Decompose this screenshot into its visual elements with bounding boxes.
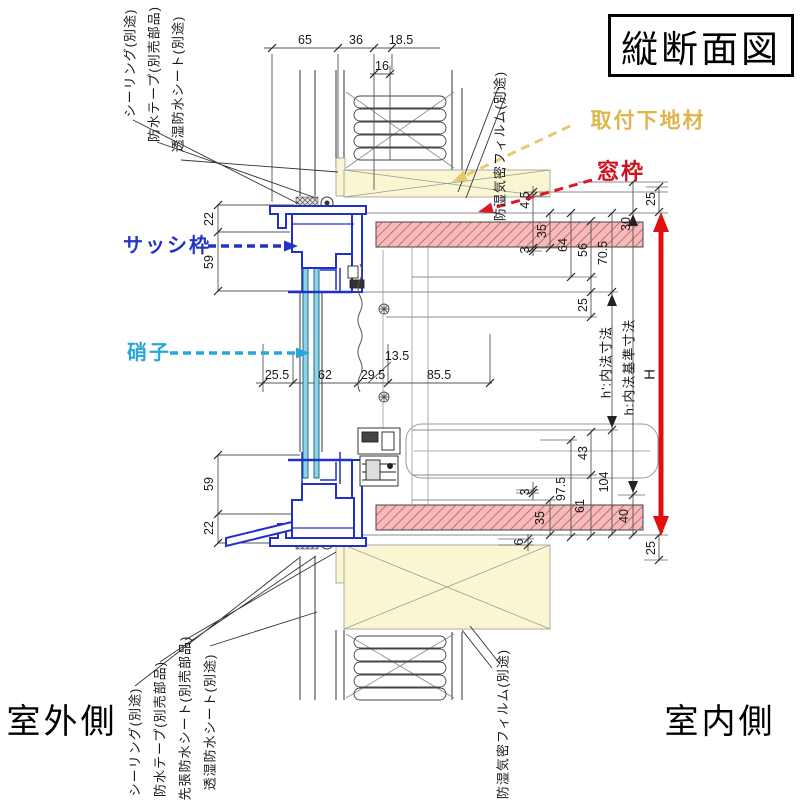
glass-arrow (170, 347, 310, 359)
indoor-side-label: 室内側 (664, 703, 776, 741)
dim-left-bot-59: 59 (201, 477, 216, 491)
dim-rt-4-5: 4.5 (517, 191, 532, 209)
dim-rb-25: 25 (643, 541, 658, 555)
part-label-film-bottom: 防湿気密フィルム(別途) (495, 648, 511, 800)
insulation-top (353, 95, 447, 161)
dim-13-5: 13.5 (384, 348, 410, 363)
part-label-film-top: 防湿気密フィルム(別途) (492, 70, 508, 222)
height-arrow (653, 212, 669, 536)
total-height-label: H (641, 368, 659, 380)
dim-rb-6: 6 (511, 538, 526, 546)
part-label-sheet-bottom: 透湿防水シート(別途) (202, 653, 218, 791)
glass-callout: 硝子 (127, 342, 171, 364)
window-frame-arrow (478, 178, 593, 214)
dimension-arrowheads (607, 214, 638, 493)
part-label-sheet-top: 透湿防水シート(別途) (170, 15, 186, 153)
dim-rb-97-5: 97.5 (553, 476, 568, 502)
dim-rt-35: 35 (534, 224, 549, 238)
dim-rt-64: 64 (555, 238, 570, 252)
dim-rb-104: 104 (596, 471, 611, 493)
dim-rt-30: 30 (618, 217, 633, 231)
dim-65: 65 (298, 32, 312, 47)
dim-18-5: 18.5 (388, 32, 414, 47)
interior-sill-outline (405, 423, 659, 479)
dim-85-5: 85.5 (426, 367, 452, 382)
inner-dim-label: h':内法寸法 (598, 325, 614, 399)
inner-std-dim-label: h:内法基準寸法 (621, 318, 637, 416)
sash-frame-callout: サッシ枠 (123, 235, 211, 257)
dim-rb-3: 3 (517, 488, 532, 496)
part-label-sealing-bottom: シーリング(別途) (127, 687, 143, 797)
dim-left-top-22: 22 (201, 212, 216, 226)
dim-36: 36 (349, 32, 363, 47)
sash-sill-frame (225, 452, 367, 548)
wall-top (299, 70, 463, 196)
outdoor-side-label: 室外側 (6, 703, 118, 741)
dim-rb-40: 40 (616, 509, 631, 523)
window-frame-boards (375, 221, 644, 531)
register-marks (378, 303, 390, 403)
part-label-presheet-bottom: 先張防水シート(別売部品) (177, 635, 193, 800)
dim-rt-3: 3 (517, 246, 532, 254)
sash-frame-arrow (208, 240, 298, 252)
dim-rm-25: 25 (575, 298, 590, 312)
window-frame-callout: 窓枠 (596, 159, 646, 184)
dim-rt-25: 25 (643, 192, 658, 206)
part-label-tape-top: 防水テープ(別売部品) (146, 6, 162, 142)
part-label-sealing-top: シーリング(別途) (122, 8, 138, 118)
break-line (357, 263, 363, 393)
drawing-title-box: 縦断面図 (608, 14, 794, 77)
dim-62: 62 (318, 367, 332, 382)
dim-rb-43: 43 (575, 446, 590, 460)
dim-rt-56: 56 (575, 243, 590, 257)
dim-rb-35: 35 (532, 511, 547, 525)
lock-hardware (347, 265, 401, 487)
substrate-blocks (335, 157, 551, 630)
drawing-title: 縦断面図 (621, 28, 781, 70)
substrate-callout: 取付下地材 (590, 109, 706, 133)
dimension-ticks (213, 43, 664, 565)
dim-29-5: 29.5 (360, 367, 386, 382)
dim-left-top-59: 59 (201, 255, 216, 269)
dim-left-bot-22: 22 (201, 521, 216, 535)
dim-16: 16 (375, 58, 389, 73)
insulation-bottom (353, 635, 447, 701)
substrate-arrow (452, 124, 571, 182)
dim-25-5: 25.5 (264, 367, 290, 382)
dimension-lines (217, 47, 660, 560)
part-label-tape-bottom: 防水テープ(別売部品) (152, 661, 168, 797)
dim-rb-61: 61 (572, 499, 587, 513)
sash-head-frame (269, 205, 367, 294)
dim-rt-70-5: 70.5 (595, 240, 610, 266)
